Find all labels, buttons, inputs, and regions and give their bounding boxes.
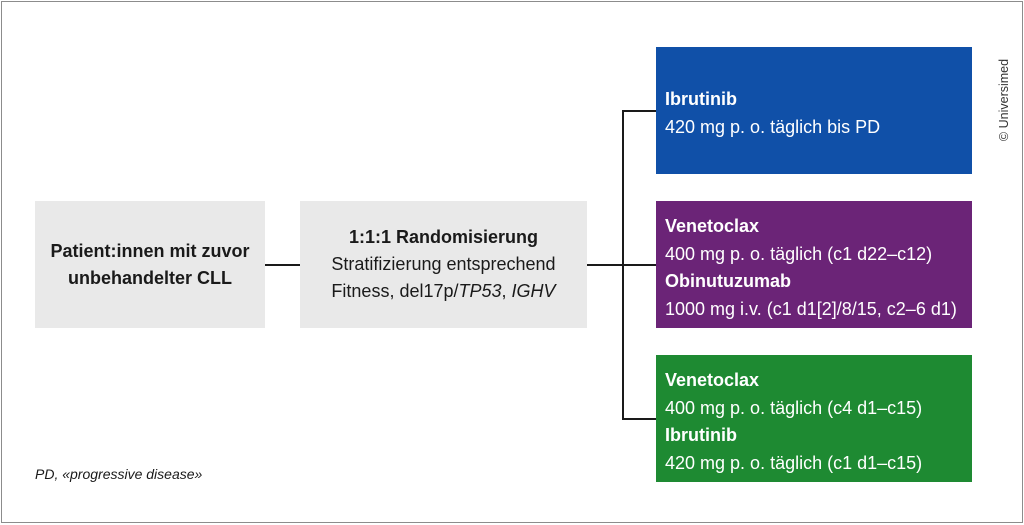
arm-2-dose-2: 1000 mg i.v. (c1 d1[2]/8/15, c2–6 d1): [665, 298, 957, 319]
arm-2-drug-1: Venetoclax: [665, 216, 760, 236]
copyright-notice: © Universimed: [997, 58, 1011, 142]
stratification-line: Stratifizierung entsprechend: [331, 254, 556, 274]
connector-patient-to-randomization: [265, 264, 300, 266]
arm-1-drug: Ibrutinib: [665, 89, 737, 109]
branch-to-arm-1: [622, 110, 656, 112]
patient-line-1: Patient:innen mit zuvor: [50, 240, 250, 261]
footnote: PD, «progressive disease»: [35, 466, 203, 482]
arm-3-drug-1: Venetoclax: [665, 370, 760, 390]
treatment-arm-1: Ibrutinib 420 mg p. o. täglich bis PD: [656, 47, 972, 174]
arm-3-dose-2: 420 mg p. o. täglich (c1 d1–c15): [665, 452, 923, 473]
stratification-factors: Fitness, del17p/TP53, IGHV: [331, 278, 555, 305]
factor-separator: ,: [501, 281, 512, 301]
arm-1-dose: 420 mg p. o. täglich bis PD: [665, 116, 881, 137]
patient-population-box: Patient:innen mit zuvor unbehandelter CL…: [35, 201, 265, 328]
branch-to-arm-3: [622, 418, 656, 420]
arm-2-dose-1: 400 mg p. o. täglich (c1 d22–c12): [665, 243, 933, 264]
arm-3-drug-2: Ibrutinib: [665, 425, 737, 445]
factor-tp53: TP53: [458, 281, 502, 301]
treatment-arm-2: Venetoclax 400 mg p. o. täglich (c1 d22–…: [656, 201, 972, 328]
treatment-arm-3: Venetoclax 400 mg p. o. täglich (c4 d1–c…: [656, 355, 972, 482]
patient-line-2: unbehandelter CLL: [67, 267, 232, 288]
randomization-box: 1:1:1 Randomisierung Stratifizierung ent…: [300, 201, 587, 328]
connector-randomization-to-branch: [587, 264, 623, 266]
randomization-title: 1:1:1 Randomisierung: [348, 227, 539, 247]
factor-ighv: IGHV: [511, 281, 556, 301]
arm-2-drug-2: Obinutuzumab: [665, 271, 791, 291]
factor-fitness-del17p: Fitness, del17p/: [331, 281, 459, 301]
branch-to-arm-2: [622, 264, 656, 266]
arm-3-dose-1: 400 mg p. o. täglich (c4 d1–c15): [665, 397, 923, 418]
